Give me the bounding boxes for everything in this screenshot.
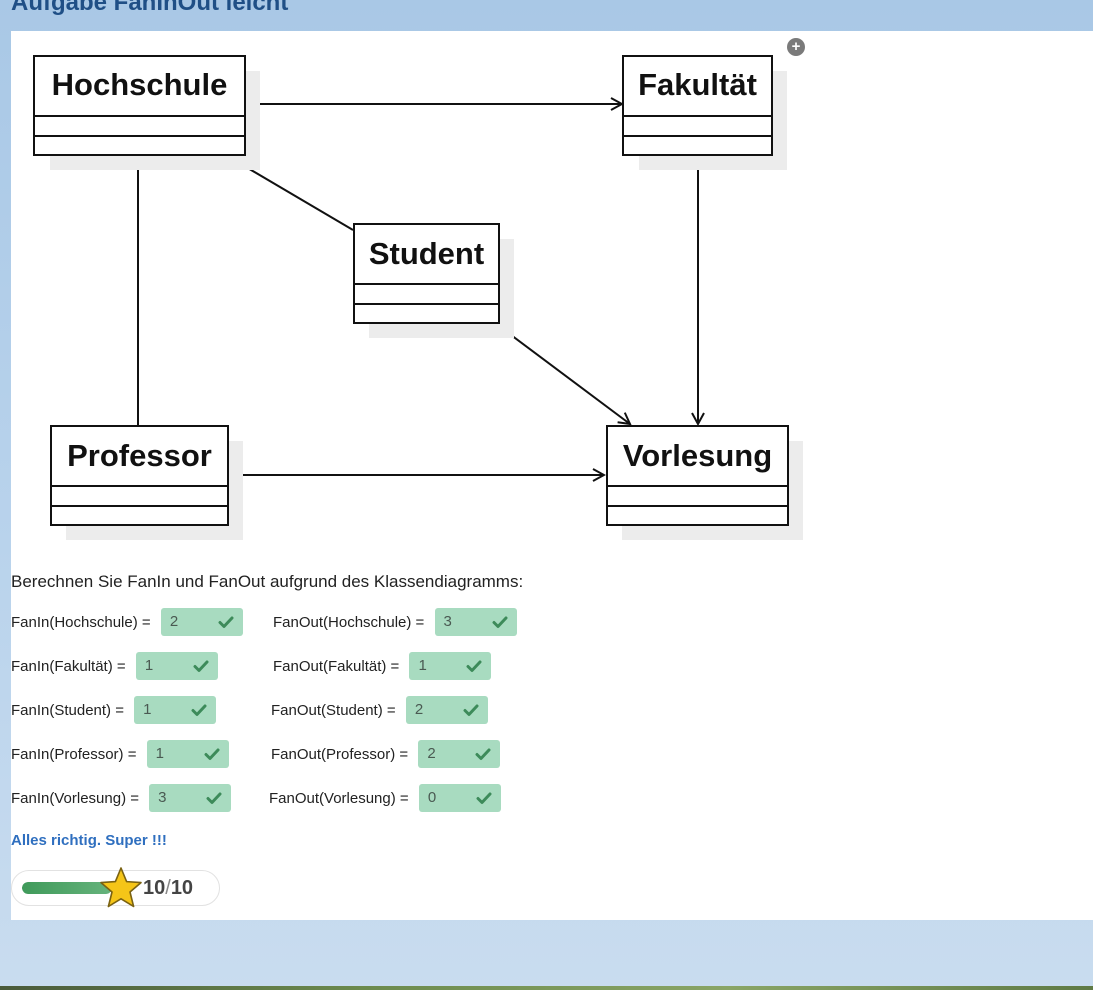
check-icon xyxy=(206,792,222,804)
fanout-label: FanOut(Professor) = xyxy=(271,745,409,763)
class-name-fakultaet: Fakultät xyxy=(638,67,757,102)
class-diagram: Hochschule Fakultät Student Professor Vo… xyxy=(33,55,803,540)
score-separator: / xyxy=(165,877,171,899)
fanin-label: FanIn(Fakultät) = xyxy=(11,657,126,675)
fanin-input-vorlesung[interactable]: 3 xyxy=(149,784,232,812)
fanin-label: FanIn(Hochschule) = xyxy=(11,613,151,631)
fanout-input-professor[interactable]: 2 xyxy=(418,740,501,768)
check-icon xyxy=(492,616,507,628)
fanout-row-hochschule: FanOut(Hochschule) = 3 xyxy=(273,608,517,636)
fanout-label: FanOut(Hochschule) = xyxy=(273,613,425,631)
check-icon xyxy=(191,704,207,716)
answer-value: 3 xyxy=(443,613,452,630)
fanin-row-vorlesung: FanIn(Vorlesung) = 3 xyxy=(11,784,232,812)
class-fakultaet: Fakultät xyxy=(622,55,787,170)
fanin-row-professor: FanIn(Professor) = 1 xyxy=(11,740,229,768)
answer-value: 1 xyxy=(144,657,154,674)
fanout-input-vorlesung[interactable]: 0 xyxy=(418,784,501,812)
fanout-row-student: FanOut(Student) = 2 xyxy=(271,696,488,724)
fanin-label: FanIn(Student) = xyxy=(11,701,124,719)
check-icon xyxy=(476,792,492,804)
score-progress: 10/10 xyxy=(11,867,220,908)
class-name-professor: Professor xyxy=(67,438,212,473)
fanout-row-fakultaet: FanOut(Fakultät) = 1 xyxy=(273,652,492,680)
assoc-student-vorlesung xyxy=(498,325,630,424)
question-text: Berechnen Sie FanIn und FanOut aufgrund … xyxy=(11,572,524,591)
page-title: Aufgabe FanInOut leicht xyxy=(11,0,289,16)
answer-value: 1 xyxy=(143,701,152,718)
answer-value: 1 xyxy=(155,745,164,762)
background-strip xyxy=(0,986,1093,990)
fanout-input-hochschule[interactable]: 3 xyxy=(434,608,517,636)
fanin-input-hochschule[interactable]: 2 xyxy=(160,608,243,636)
fanin-label: FanIn(Vorlesung) = xyxy=(11,789,139,807)
fanin-row-hochschule: FanIn(Hochschule) = 2 xyxy=(11,608,243,636)
check-icon xyxy=(204,748,220,760)
check-icon xyxy=(463,704,479,716)
check-icon xyxy=(193,660,209,672)
answer-value: 2 xyxy=(169,613,179,630)
fanin-input-professor[interactable]: 1 xyxy=(146,740,229,768)
score-text: 10/10 xyxy=(143,877,193,900)
check-icon xyxy=(475,748,491,760)
score-max: 10 xyxy=(170,877,194,899)
fanout-label: FanOut(Fakultät) = xyxy=(273,657,400,675)
progress-fill xyxy=(22,882,112,894)
feedback-message: Alles richtig. Super !!! xyxy=(11,832,167,849)
answer-value: 0 xyxy=(427,789,437,806)
answer-value: 1 xyxy=(418,657,427,674)
fanin-label: FanIn(Professor) = xyxy=(11,745,137,763)
class-name-vorlesung: Vorlesung xyxy=(623,438,772,473)
fanout-input-fakultaet[interactable]: 1 xyxy=(409,652,492,680)
class-professor: Professor xyxy=(50,425,243,540)
answer-value: 3 xyxy=(158,789,167,806)
progress-track xyxy=(22,882,112,894)
check-icon xyxy=(218,616,234,628)
fanout-label: FanOut(Student) = xyxy=(271,701,396,719)
score-points: 10 xyxy=(143,877,166,899)
fanout-row-professor: FanOut(Professor) = 2 xyxy=(271,740,501,768)
class-name-student: Student xyxy=(369,236,484,271)
class-name-hochschule: Hochschule xyxy=(52,67,228,102)
answer-value: 2 xyxy=(414,701,424,718)
fanin-row-student: FanIn(Student) = 1 xyxy=(11,696,217,724)
star-icon xyxy=(100,867,142,908)
fanout-label: FanOut(Vorlesung) = xyxy=(269,789,409,807)
class-student: Student xyxy=(353,223,514,338)
fanin-row-fakultaet: FanIn(Fakultät) = 1 xyxy=(11,652,218,680)
answer-value: 2 xyxy=(427,745,436,762)
fanout-input-student[interactable]: 2 xyxy=(405,696,488,724)
fanin-input-fakultaet[interactable]: 1 xyxy=(135,652,218,680)
class-vorlesung: Vorlesung xyxy=(606,425,803,540)
zoom-in-icon[interactable]: + xyxy=(787,38,805,56)
check-icon xyxy=(466,660,482,672)
class-hochschule: Hochschule xyxy=(33,55,260,170)
fanin-input-student[interactable]: 1 xyxy=(134,696,217,724)
fanout-row-vorlesung: FanOut(Vorlesung) = 0 xyxy=(269,784,501,812)
